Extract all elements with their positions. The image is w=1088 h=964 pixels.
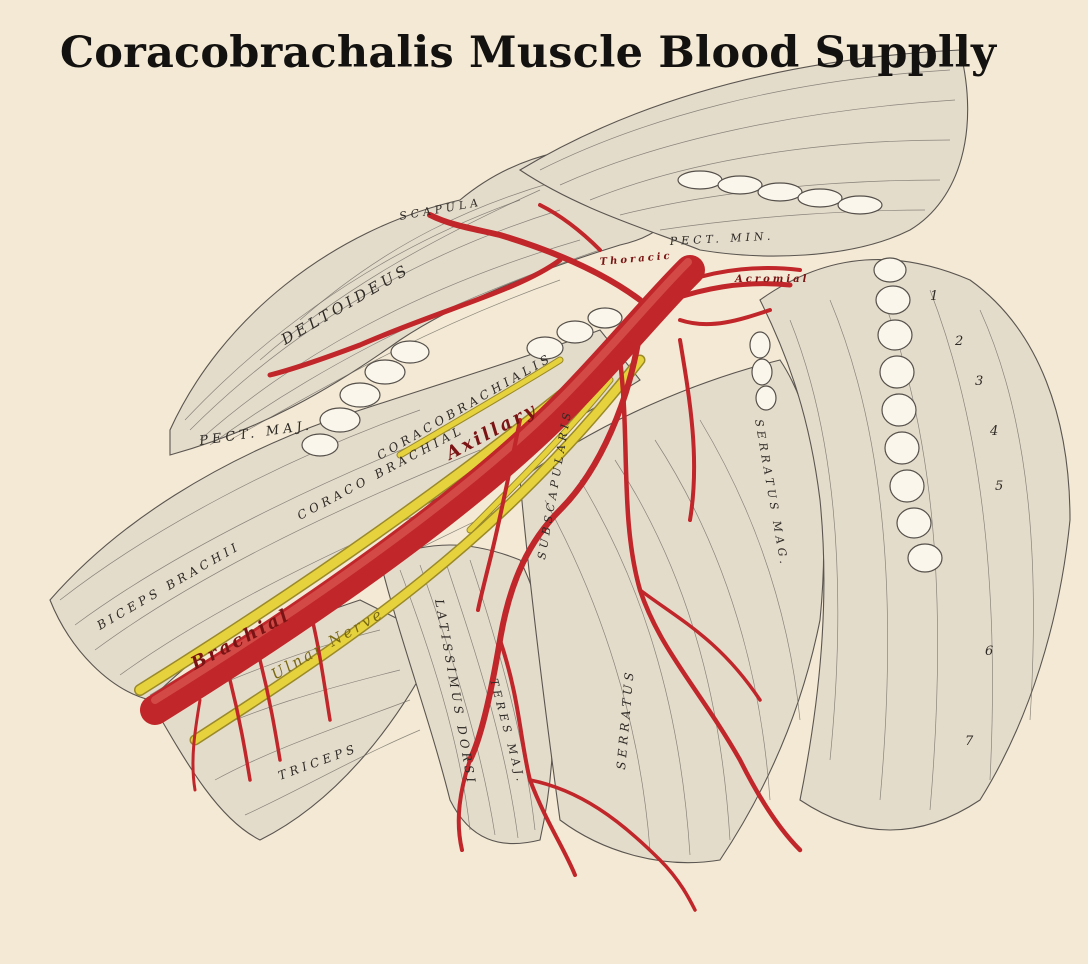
label-pectoralis-minor: PECT. MIN. xyxy=(668,230,774,249)
scapular-border-cartilage xyxy=(873,257,943,573)
label-acromial: Acromial xyxy=(734,274,809,285)
rib-number-labels: 1 2 3 4 5 6 7 xyxy=(930,289,1007,749)
axillary-lymph-lobules xyxy=(301,307,777,457)
deltoid-muscle xyxy=(169,146,684,456)
rib-number: 4 xyxy=(989,424,1002,439)
rib-number: 3 xyxy=(975,374,987,389)
nerves xyxy=(134,334,646,746)
arteries xyxy=(140,203,803,912)
page-title: Coracobrachalis Muscle Blood Supplly xyxy=(59,28,997,78)
rib-number: 7 xyxy=(965,734,977,749)
clavicular-lobules xyxy=(677,170,883,215)
rib-number: 6 xyxy=(985,644,997,659)
rib-number: 1 xyxy=(930,289,942,304)
rib-number: 5 xyxy=(995,479,1007,494)
rib-number: 2 xyxy=(954,334,967,349)
latissimus-and-teres xyxy=(379,544,554,845)
label-thoracic: Thoracic xyxy=(599,251,673,268)
